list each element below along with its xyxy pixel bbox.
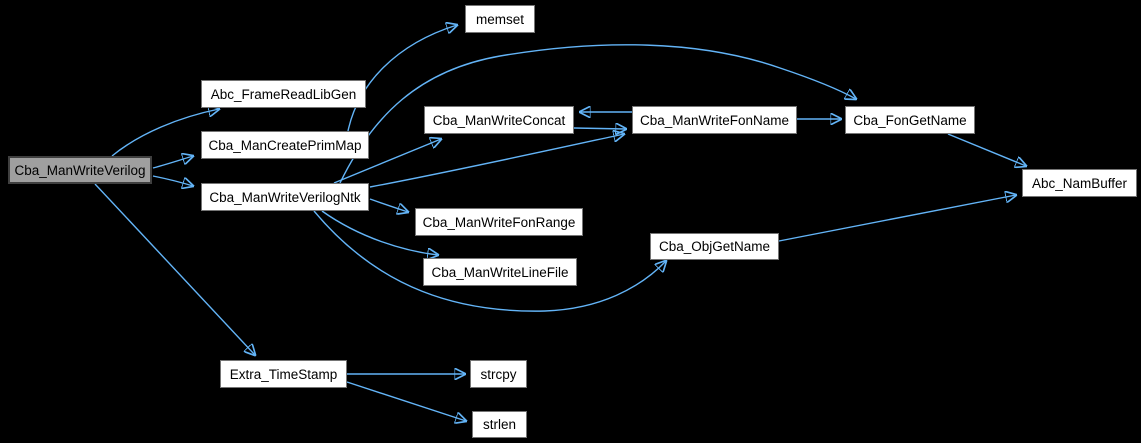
node-strlen[interactable]: strlen xyxy=(472,411,527,438)
node-strcpy[interactable]: strcpy xyxy=(470,360,527,388)
edge-writeverilog-createprimmap xyxy=(152,156,193,169)
edge-writeverilogntk-writeconcat xyxy=(333,139,441,184)
node-abc-nambuffer[interactable]: Abc_NamBuffer xyxy=(1022,169,1137,197)
node-cba-manwritelinefile[interactable]: Cba_ManWriteLineFile xyxy=(423,258,577,286)
edge-writeverilogntk-objgetname xyxy=(313,210,666,312)
node-cba-manwriteverilogntk[interactable]: Cba_ManWriteVerilogNtk xyxy=(201,183,369,211)
edge-writeverilogntk-fongetname xyxy=(339,44,856,184)
node-memset[interactable]: memset xyxy=(465,5,535,33)
edge-writeverilogntk-writefonrange xyxy=(369,198,408,212)
node-cba-manwritefonrange[interactable]: Cba_ManWriteFonRange xyxy=(415,208,583,236)
edge-objgetname-nambuffer xyxy=(778,195,1016,242)
edge-createprimmap-memset xyxy=(347,25,457,132)
node-extra-timestamp[interactable]: Extra_TimeStamp xyxy=(220,360,347,388)
edge-writeverilog-extratimestamp xyxy=(94,183,255,355)
edge-extratimestamp-strlen xyxy=(346,381,466,421)
node-cba-manwriteverilog[interactable]: Cba_ManWriteVerilog xyxy=(8,156,152,184)
edge-writeconcat-writefonname xyxy=(573,128,626,129)
node-cba-mancreateprimmap[interactable]: Cba_ManCreatePrimMap xyxy=(201,131,369,159)
edge-writeverilogntk-writelinefile xyxy=(321,210,438,255)
node-cba-manwritefonname[interactable]: Cba_ManWriteFonName xyxy=(632,106,797,134)
node-cba-fongetname[interactable]: Cba_FonGetName xyxy=(845,106,975,134)
edge-writeverilogntk-writefonname xyxy=(369,134,624,188)
edge-writeverilog-framereadlibgen xyxy=(111,109,219,157)
edge-writeverilog-writeverilogntk xyxy=(152,175,193,186)
node-cba-manwriteconcat[interactable]: Cba_ManWriteConcat xyxy=(424,106,574,134)
node-abc-framereadlibgen[interactable]: Abc_FrameReadLibGen xyxy=(201,80,366,108)
edge-fongetname-nambuffer xyxy=(947,133,1026,166)
node-cba-objgetname[interactable]: Cba_ObjGetName xyxy=(650,233,779,260)
